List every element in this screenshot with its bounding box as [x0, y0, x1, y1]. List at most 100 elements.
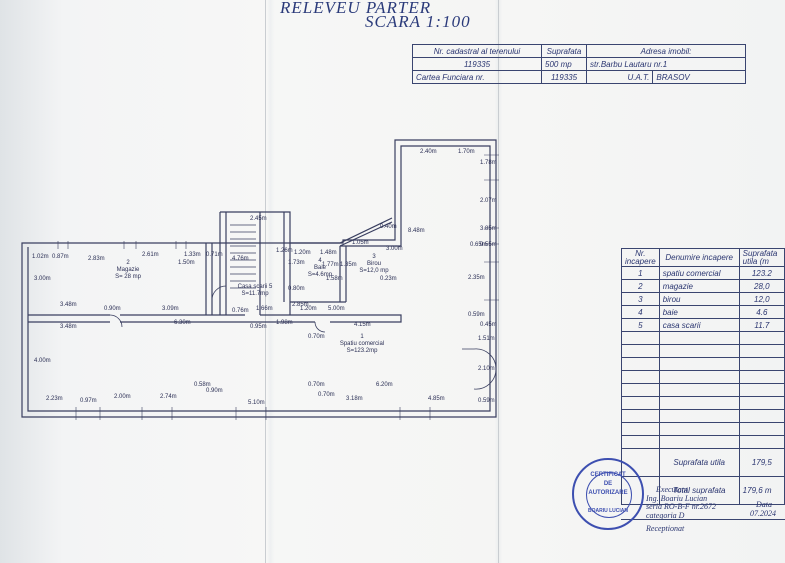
dimension-label: 1.33m — [184, 252, 201, 258]
dimension-label: 1.98m — [276, 320, 293, 326]
dimension-label: 1.26m — [276, 248, 293, 254]
dimension-label: 0.87m — [52, 254, 69, 260]
stair-wall — [219, 211, 291, 315]
dimension-label: 0.90m — [104, 306, 121, 312]
dimension-label: 0.23m — [380, 276, 397, 282]
dimension-label: 1.78m — [480, 160, 497, 166]
dimension-label: 3.18m — [346, 396, 363, 402]
dimension-label: 0.40m — [380, 224, 397, 230]
dimension-label: 6.30m — [174, 320, 191, 326]
room-name: Baie — [313, 265, 326, 271]
door-arc — [109, 314, 123, 328]
door-arc — [314, 321, 326, 333]
table-row — [621, 370, 785, 384]
dimension-label: 0.76m — [232, 308, 249, 314]
dimension-label: 3.00m — [386, 246, 403, 252]
rooms-table: Nr. incapere Denumire incapere Suprafata… — [621, 248, 785, 505]
dimension-label: 2.00m — [114, 394, 131, 400]
dimension-label: 1.73m — [288, 260, 305, 266]
room-number: 5 — [269, 284, 273, 290]
stamp-text: BOARIU LUCIAN — [588, 508, 628, 514]
outer-wall-inner — [27, 145, 491, 412]
table-row — [621, 409, 785, 423]
dimension-label: 1.20m — [294, 250, 311, 256]
paper-fold — [265, 0, 266, 563]
executant-label: Executant — [656, 485, 688, 494]
dimension-label: 2.10m — [478, 366, 495, 372]
dimension-label: 0.71m — [206, 252, 223, 258]
dimension-label: 1.70m — [458, 149, 475, 155]
room-5-label: Casa scarii 5 S=11.7mp — [232, 284, 278, 298]
divider — [621, 519, 785, 520]
dimension-label: 1.66m — [256, 306, 273, 312]
door-arc — [211, 285, 227, 301]
table-row — [621, 344, 785, 358]
dimension-label: 1.35m — [340, 262, 357, 268]
stamp-text: CERTIFICAT — [590, 472, 626, 478]
room-area: S=4.6mp — [307, 272, 333, 278]
room-name: Spatiu comercial — [339, 341, 385, 347]
receptionat-label: Receptionat — [646, 524, 685, 533]
room-area: S= 28 mp — [115, 274, 141, 280]
room-number: 3 — [372, 254, 376, 260]
room-number: 1 — [360, 334, 364, 340]
executant-category: categoria D — [646, 511, 685, 520]
dimension-label: 0.70m — [308, 382, 325, 388]
dimension-label: 0.59m — [468, 312, 485, 318]
dimension-label: 0.80m — [288, 286, 305, 292]
table-row — [621, 331, 785, 345]
room-name: Birou — [366, 261, 381, 267]
dimension-label: 1.51m — [478, 336, 495, 342]
dimension-label: 6.20m — [376, 382, 393, 388]
paper-fold — [498, 0, 499, 563]
room-area: S=12,0 mp — [359, 268, 389, 274]
windows — [57, 154, 499, 420]
dimension-label: 2.45m — [250, 216, 267, 222]
dimension-label: 5.00m — [328, 306, 345, 312]
dimension-label: 5.10m — [248, 400, 265, 406]
room-name: Magazie — [116, 267, 140, 273]
dimension-label: 1.58m — [326, 276, 343, 282]
dimension-label: 0.95m — [250, 324, 267, 330]
useful-area-value: 179,5 — [738, 448, 785, 477]
table-row — [621, 396, 785, 410]
dimension-label: 4.15m — [354, 322, 371, 328]
partition-wall — [290, 217, 393, 247]
room-number: 2 — [126, 260, 130, 266]
dimension-label: 1.05m — [352, 240, 369, 246]
date-value: 07.2024 — [750, 509, 776, 518]
dimension-label: 4.76m — [232, 256, 249, 262]
dimension-label: 3.85m — [480, 226, 497, 232]
date-label: Data — [756, 500, 772, 509]
dimension-label: 1.48m — [320, 250, 337, 256]
table-row — [621, 357, 785, 371]
dimension-label: 2.85m — [292, 302, 309, 308]
dimension-label: 1.77m — [322, 262, 339, 268]
stamp-text: DE — [603, 481, 613, 487]
dimension-label: 0.58m — [194, 382, 211, 388]
uat-label: U.A.T. — [585, 70, 654, 84]
dimension-label: 0.59m — [478, 398, 495, 404]
dimension-label: 2.83m — [88, 256, 105, 262]
total-area-value: 179,6 m — [738, 476, 785, 505]
executant-name: Ing. Boariu Lucian — [646, 494, 708, 503]
partition-wall — [28, 314, 402, 323]
stamp-text: AUTORIZARE — [588, 490, 628, 496]
room-area: S=11.7mp — [241, 291, 269, 297]
room-2-label: 2 Magazie S= 28 mp — [108, 260, 148, 281]
room-4-label: 4 Baie S=4.6mp — [300, 258, 340, 279]
dimension-label: 0.45m — [480, 322, 497, 328]
dimension-label: 2.07m — [480, 198, 497, 204]
dimension-label: 3.00m — [34, 276, 51, 282]
dimension-label: 0.55m — [480, 242, 497, 248]
dimension-label: 4.85m — [428, 396, 445, 402]
entrance-door — [462, 348, 497, 390]
plan-title: RELEVEU PARTER — [280, 0, 432, 17]
